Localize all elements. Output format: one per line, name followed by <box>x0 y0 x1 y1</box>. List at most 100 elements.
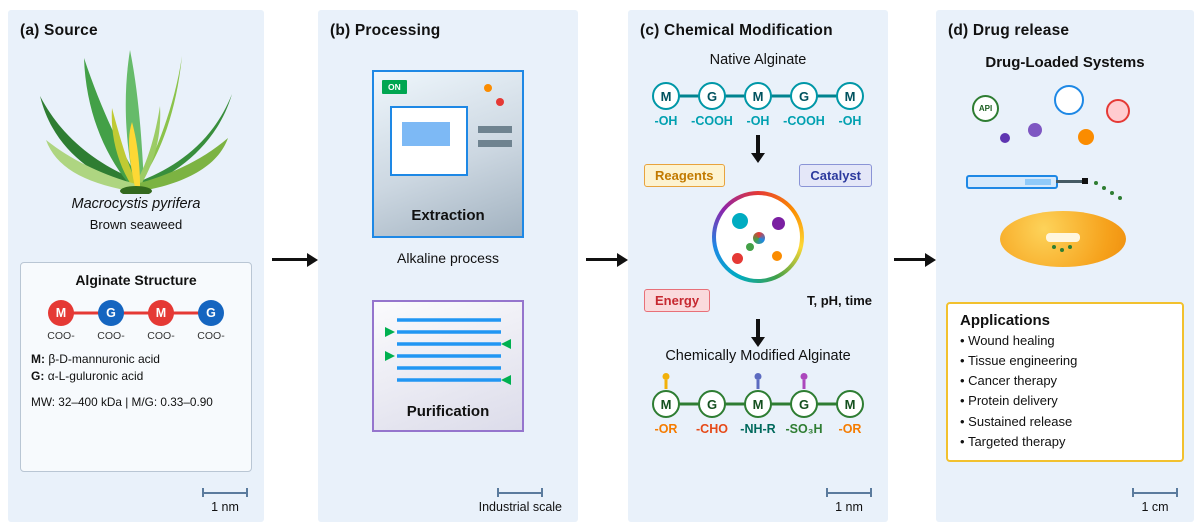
scale-label: 1 cm <box>1141 500 1169 514</box>
monomer-unit: M <box>652 390 680 418</box>
legend-key-m: M: <box>31 352 45 366</box>
release-droplet <box>1118 196 1122 200</box>
common-name: Brown seaweed <box>89 217 183 232</box>
functional-group: -SO₃H <box>785 422 823 436</box>
syringe-needle-tip <box>1082 178 1088 184</box>
tablet-drug-dot <box>1060 248 1064 252</box>
scale-indicator: 1 cm <box>1132 488 1178 514</box>
modified-functional-groups: -OR -CHO -NH-R -SO₃H -OR <box>643 422 873 436</box>
substituent-pendant-blue <box>754 373 762 389</box>
scale-label: 1 nm <box>835 500 863 514</box>
applications-title: Applications <box>960 312 1051 329</box>
legend-text-m: β-D-mannuronic acid <box>48 352 160 366</box>
scale-indicator: 1 nm <box>826 488 872 514</box>
native-alginate-title: Native Alginate <box>709 52 807 68</box>
functional-group: -NH-R <box>740 422 776 436</box>
functional-group: -OH <box>838 114 862 128</box>
native-functional-groups: -OH -COOH -OH -COOH -OH <box>643 114 873 128</box>
syringe-fill <box>1025 179 1051 185</box>
drug-particle-red <box>1106 99 1130 123</box>
vent-bar <box>478 140 512 147</box>
application-item: Sustained release <box>960 412 1170 432</box>
status-dot-orange <box>484 84 492 92</box>
monomer-unit: M <box>836 390 864 418</box>
carboxyl-group-row: COO- COO- COO- COO- <box>36 330 236 342</box>
structure-title: Alginate Structure <box>75 272 197 288</box>
drug-loaded-systems-title: Drug-Loaded Systems <box>985 54 1145 71</box>
panel-drug-release: (d) Drug release Drug-Loaded Systems API <box>936 10 1194 522</box>
group-label: COO- <box>47 330 75 342</box>
vent-bar <box>478 126 512 133</box>
applications-box: Applications Wound healing Tissue engine… <box>946 302 1184 462</box>
scale-bar <box>497 488 544 497</box>
monomer-unit: G <box>98 300 124 326</box>
down-arrow <box>751 319 764 347</box>
panel-a-title: (a) Source <box>20 22 98 39</box>
chain-link-line <box>61 311 211 315</box>
seaweed-illustration <box>40 50 232 194</box>
legend-text-g: α-L-guluronic acid <box>47 369 144 384</box>
monomer-unit: M <box>836 82 864 110</box>
polymer-properties: MW: 32–400 kDa | M/G: 0.33–0.90 <box>31 394 213 409</box>
reagent-dot-orange <box>772 251 782 261</box>
tablet-slot <box>1046 233 1080 242</box>
scale-bar <box>202 488 248 497</box>
scale-indicator: 1 nm <box>202 488 248 514</box>
substituent-pendant-purple <box>800 373 808 389</box>
group-label: COO- <box>147 330 175 342</box>
panel-source: (a) Source Macrocystis pyrifera Brown se… <box>8 10 264 522</box>
syringe-needle <box>1056 180 1082 183</box>
monomer-unit: M <box>652 82 680 110</box>
monomer-unit: G <box>698 82 726 110</box>
reaction-inputs-row: Reagents Catalyst <box>628 164 888 187</box>
release-droplet <box>1094 181 1098 185</box>
tablet-drug-dot <box>1052 245 1056 249</box>
functional-group: -CHO <box>696 422 728 436</box>
functional-group: -OH <box>746 114 770 128</box>
panel-chemical-modification: (c) Chemical Modification Native Alginat… <box>628 10 888 522</box>
api-particle-icon: API <box>972 95 999 122</box>
application-item: Targeted therapy <box>960 432 1170 452</box>
release-droplet <box>1102 186 1106 190</box>
alginate-structure-box: Alginate Structure M G M G COO- COO- COO… <box>20 262 252 472</box>
reagent-dot-teal <box>732 213 748 229</box>
substituent-pendant-gold <box>662 373 670 389</box>
panel-d-title: (d) Drug release <box>948 22 1070 39</box>
alginate-chain: M G M G <box>36 300 236 326</box>
reagents-tag: Reagents <box>644 164 725 187</box>
applications-list: Wound healing Tissue engineering Cancer … <box>960 331 1170 452</box>
monomer-unit: M <box>148 300 174 326</box>
status-dot-red <box>496 98 504 106</box>
reaction-conditions-row: Energy T, pH, time <box>628 289 888 312</box>
panel-processing: (b) Processing ON Extraction Alkaline pr… <box>318 10 578 522</box>
catalyst-tag: Catalyst <box>799 164 872 187</box>
application-item: Protein delivery <box>960 391 1170 411</box>
reaction-vessel <box>712 191 804 283</box>
scale-bar <box>826 488 872 497</box>
tablet-drug-dot <box>1068 245 1072 249</box>
functional-group: -OH <box>654 114 678 128</box>
filter-stack-icon <box>385 318 511 385</box>
monomer-unit: G <box>198 300 224 326</box>
reagent-dot-red <box>732 253 743 264</box>
purification-unit: Purification <box>372 300 524 432</box>
syringe-icon <box>966 175 1058 189</box>
drug-particle-purple <box>1028 123 1042 137</box>
monomer-unit: G <box>790 390 818 418</box>
energy-tag: Energy <box>644 289 711 312</box>
functional-group: -OR <box>838 422 862 436</box>
monomer-unit: M <box>744 82 772 110</box>
application-item: Cancer therapy <box>960 371 1170 391</box>
application-item: Tissue engineering <box>960 351 1170 371</box>
modified-alginate-title: Chemically Modified Alginate <box>665 348 851 364</box>
drug-particle-indigo <box>1000 133 1010 143</box>
panel-c-title: (c) Chemical Modification <box>640 22 833 39</box>
flow-arrow-source-to-processing <box>272 252 318 267</box>
functional-group: -COOH <box>783 114 825 128</box>
scale-label: 1 nm <box>211 500 239 514</box>
monomer-unit: G <box>790 82 818 110</box>
modified-alginate-chain: M G M G M <box>643 373 873 418</box>
scale-bar <box>1132 488 1178 497</box>
reaction-vessel-interior <box>716 195 800 279</box>
